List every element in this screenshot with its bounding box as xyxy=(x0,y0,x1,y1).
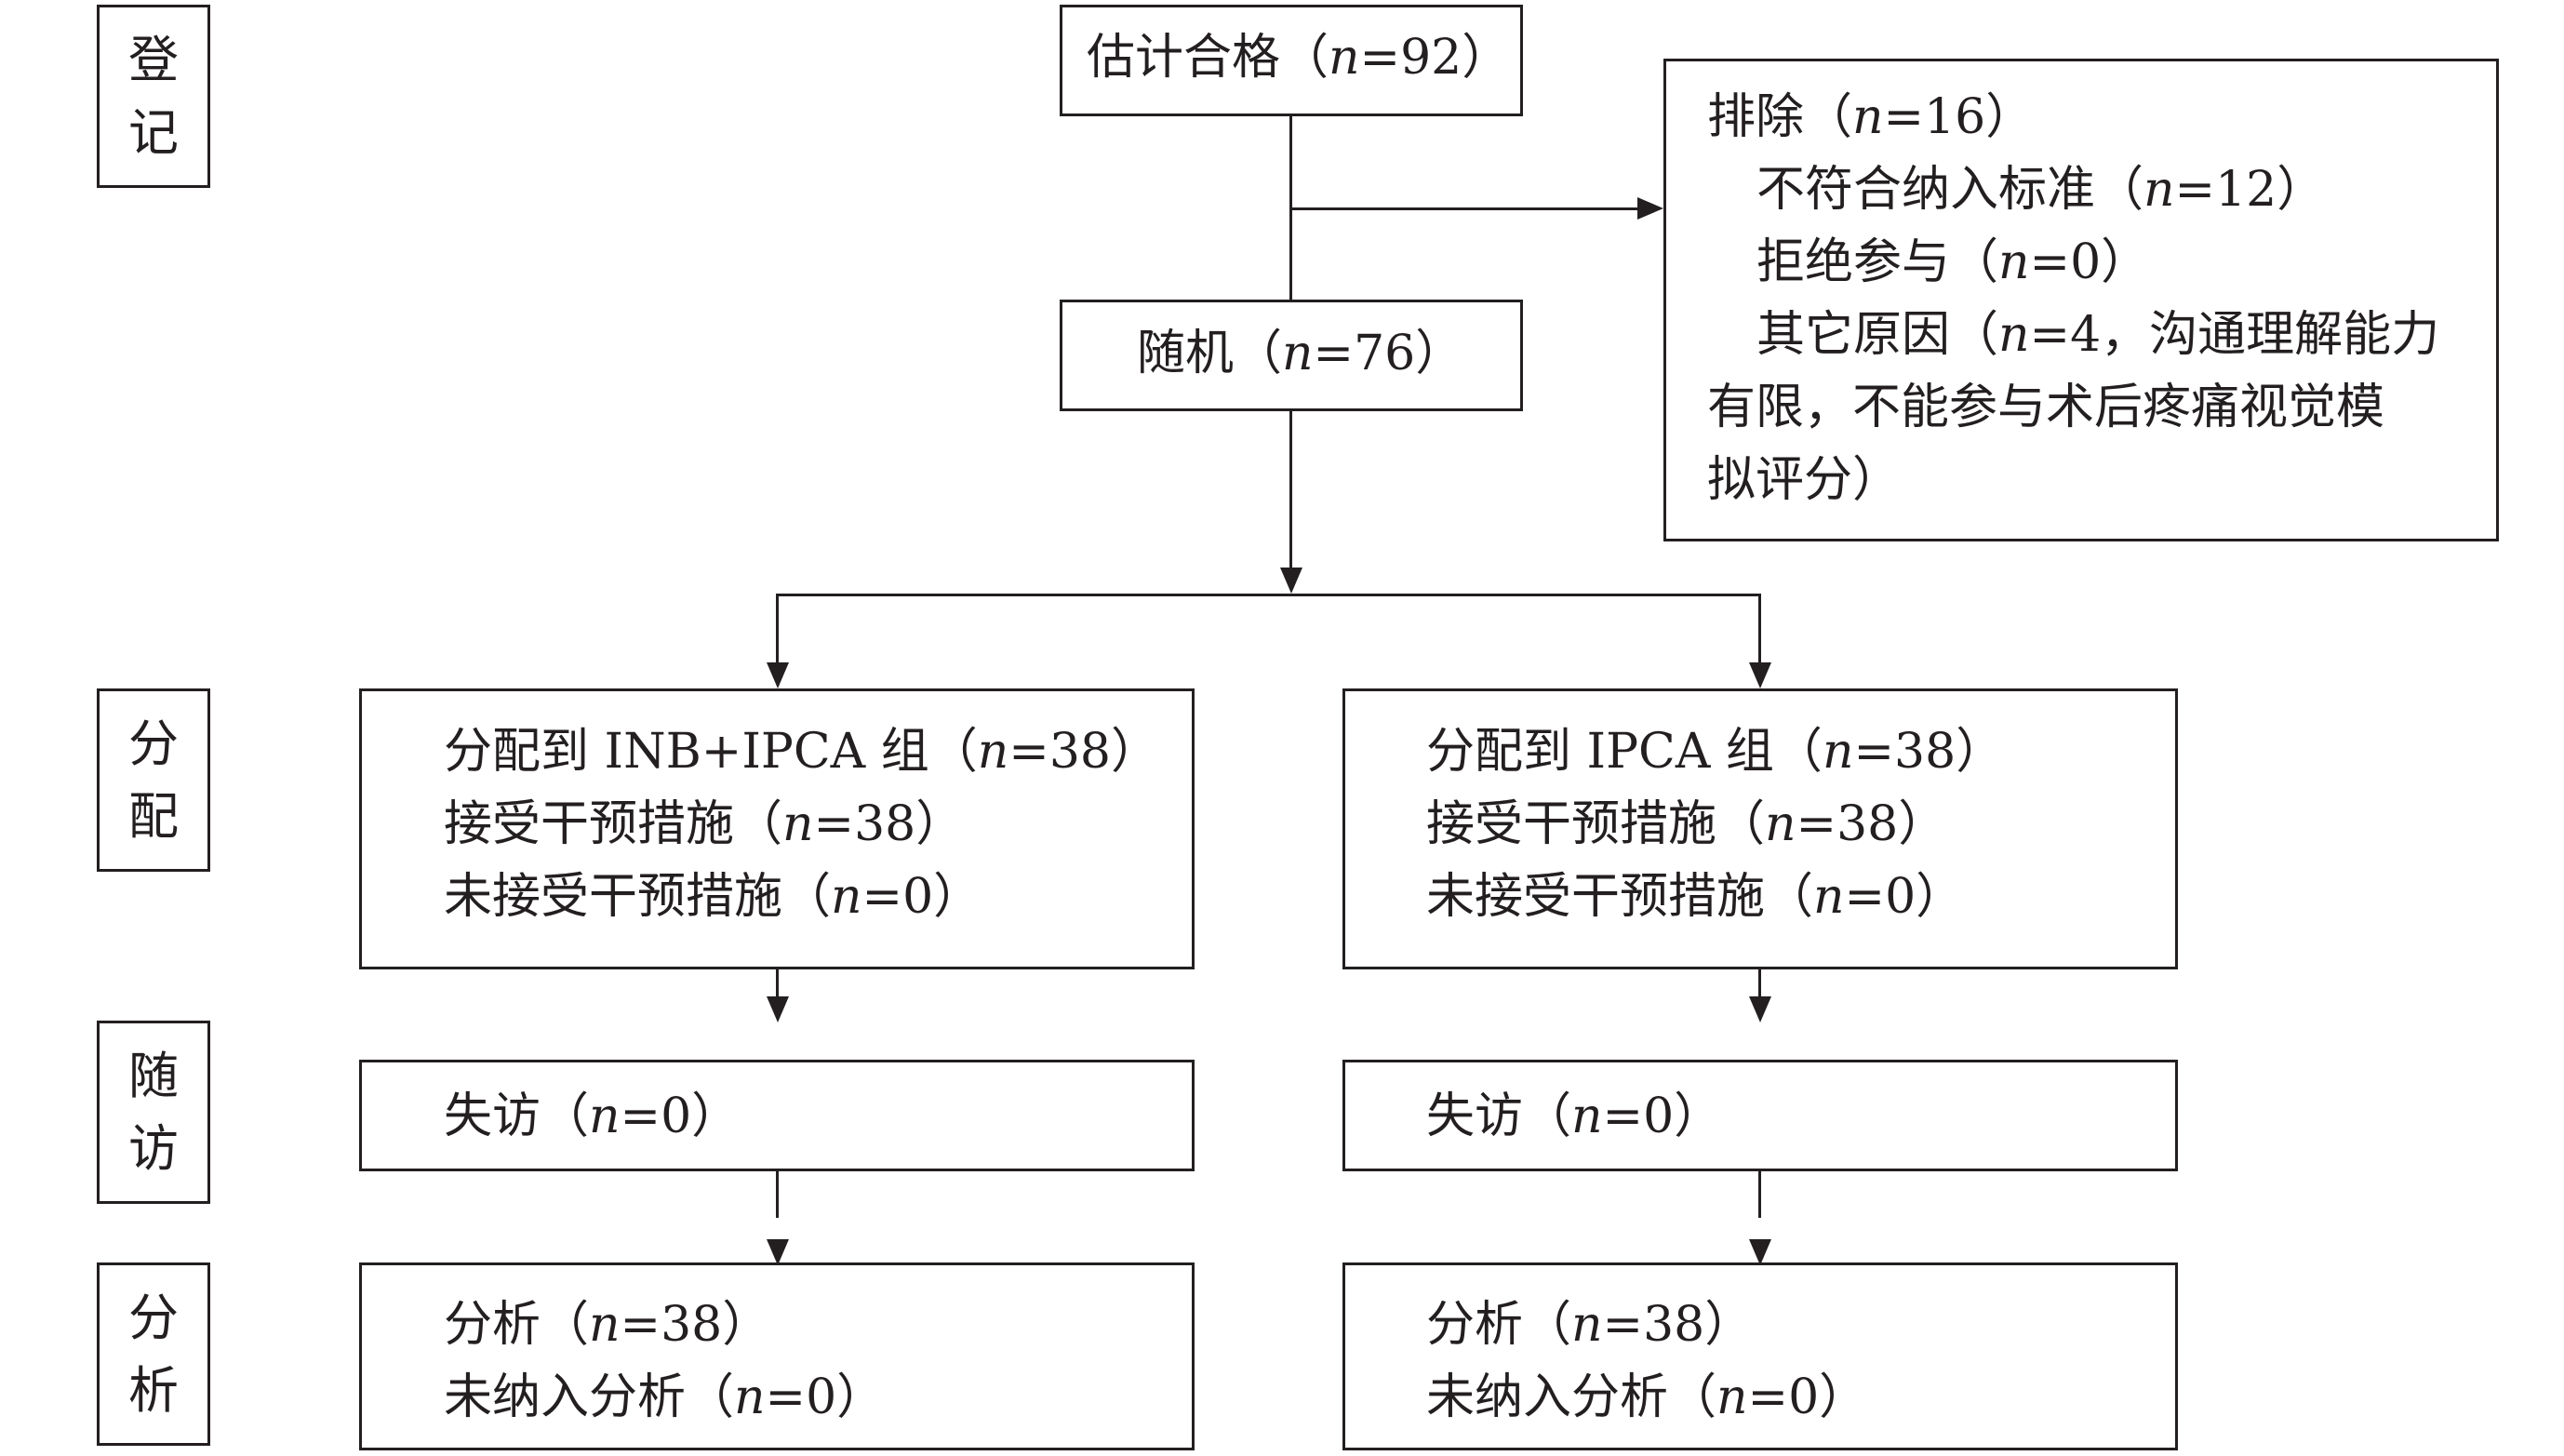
left-allocation-box xyxy=(359,688,1195,969)
left-allocated: 分配到 INB+IPCA 组（n=38） xyxy=(444,724,1160,780)
left-analysis-box xyxy=(359,1262,1195,1450)
eligible-text: 估计合格（n=92） xyxy=(1087,30,1511,86)
excluded-declined: 拒绝参与（n=0） xyxy=(1756,234,2150,290)
connector-split-left xyxy=(776,594,779,668)
stage-followup-char-2: 访 xyxy=(128,1118,179,1178)
excluded-title: 排除（n=16） xyxy=(1707,89,2035,145)
arrow-to-excluded xyxy=(1637,197,1663,220)
arrow-left-analysis xyxy=(767,1239,789,1265)
stage-allocation-char-2: 配 xyxy=(128,786,179,846)
connector-random-down xyxy=(1289,411,1292,568)
left-lost: 失访（n=0） xyxy=(444,1089,741,1144)
arrow-right-analysis xyxy=(1749,1239,1771,1265)
right-allocation-box xyxy=(1342,688,2178,969)
excluded-other-line-2: 有限，不能参与术后疼痛视觉模 xyxy=(1707,380,2385,435)
right-not-received: 未接受干预措施（n=0） xyxy=(1426,869,1965,925)
right-analysis-box xyxy=(1342,1262,2178,1450)
arrow-right-followup xyxy=(1749,996,1771,1022)
connector-left-followup-to-analysis xyxy=(776,1171,779,1218)
arrow-random-down xyxy=(1280,568,1302,594)
stage-analysis-char-1: 分 xyxy=(128,1288,179,1347)
connector-split-horizontal xyxy=(776,594,1761,596)
connector-split-right xyxy=(1758,594,1761,668)
stage-analysis: 分 析 xyxy=(97,1262,210,1446)
left-excluded-analysis: 未纳入分析（n=0） xyxy=(444,1369,886,1425)
connector-left-alloc-to-followup xyxy=(776,969,779,1002)
stage-allocation: 分 配 xyxy=(97,688,210,872)
connector-right-alloc-to-followup xyxy=(1758,969,1761,1002)
right-excluded-analysis: 未纳入分析（n=0） xyxy=(1426,1369,1868,1425)
excluded-box xyxy=(1663,59,2499,541)
arrow-split-left xyxy=(767,662,789,688)
right-analysed: 分析（n=38） xyxy=(1426,1297,1754,1353)
excluded-not-meeting: 不符合纳入标准（n=12） xyxy=(1756,162,2326,218)
stage-followup-char-1: 随 xyxy=(128,1046,179,1105)
excluded-other-line-3: 拟评分） xyxy=(1707,452,1902,508)
right-lost: 失访（n=0） xyxy=(1426,1089,1723,1144)
left-not-received: 未接受干预措施（n=0） xyxy=(444,869,982,925)
arrow-split-right xyxy=(1749,662,1771,688)
stage-enrollment-char-2: 记 xyxy=(128,102,179,162)
stage-analysis-char-2: 析 xyxy=(128,1360,179,1420)
right-received: 接受干预措施（n=38） xyxy=(1426,796,1947,852)
left-followup-box xyxy=(359,1060,1195,1171)
stage-enrollment: 登 记 xyxy=(97,5,210,188)
stage-followup: 随 访 xyxy=(97,1021,210,1204)
eligible-box xyxy=(1060,5,1523,116)
connector-to-excluded xyxy=(1289,207,1637,210)
right-allocated: 分配到 IPCA 组（n=38） xyxy=(1426,724,2005,780)
connector-right-followup-to-analysis xyxy=(1758,1171,1761,1218)
right-followup-box xyxy=(1342,1060,2178,1171)
randomized-text: 随机（n=76） xyxy=(1137,326,1464,381)
left-received: 接受干预措施（n=38） xyxy=(444,796,965,852)
arrow-left-followup xyxy=(767,996,789,1022)
randomized-box xyxy=(1060,300,1523,411)
excluded-other-line-1: 其它原因（n=4，沟通理解能力 xyxy=(1756,307,2440,363)
stage-allocation-char-1: 分 xyxy=(128,714,179,773)
left-analysed: 分析（n=38） xyxy=(444,1297,771,1353)
stage-enrollment-char-1: 登 xyxy=(128,30,179,89)
